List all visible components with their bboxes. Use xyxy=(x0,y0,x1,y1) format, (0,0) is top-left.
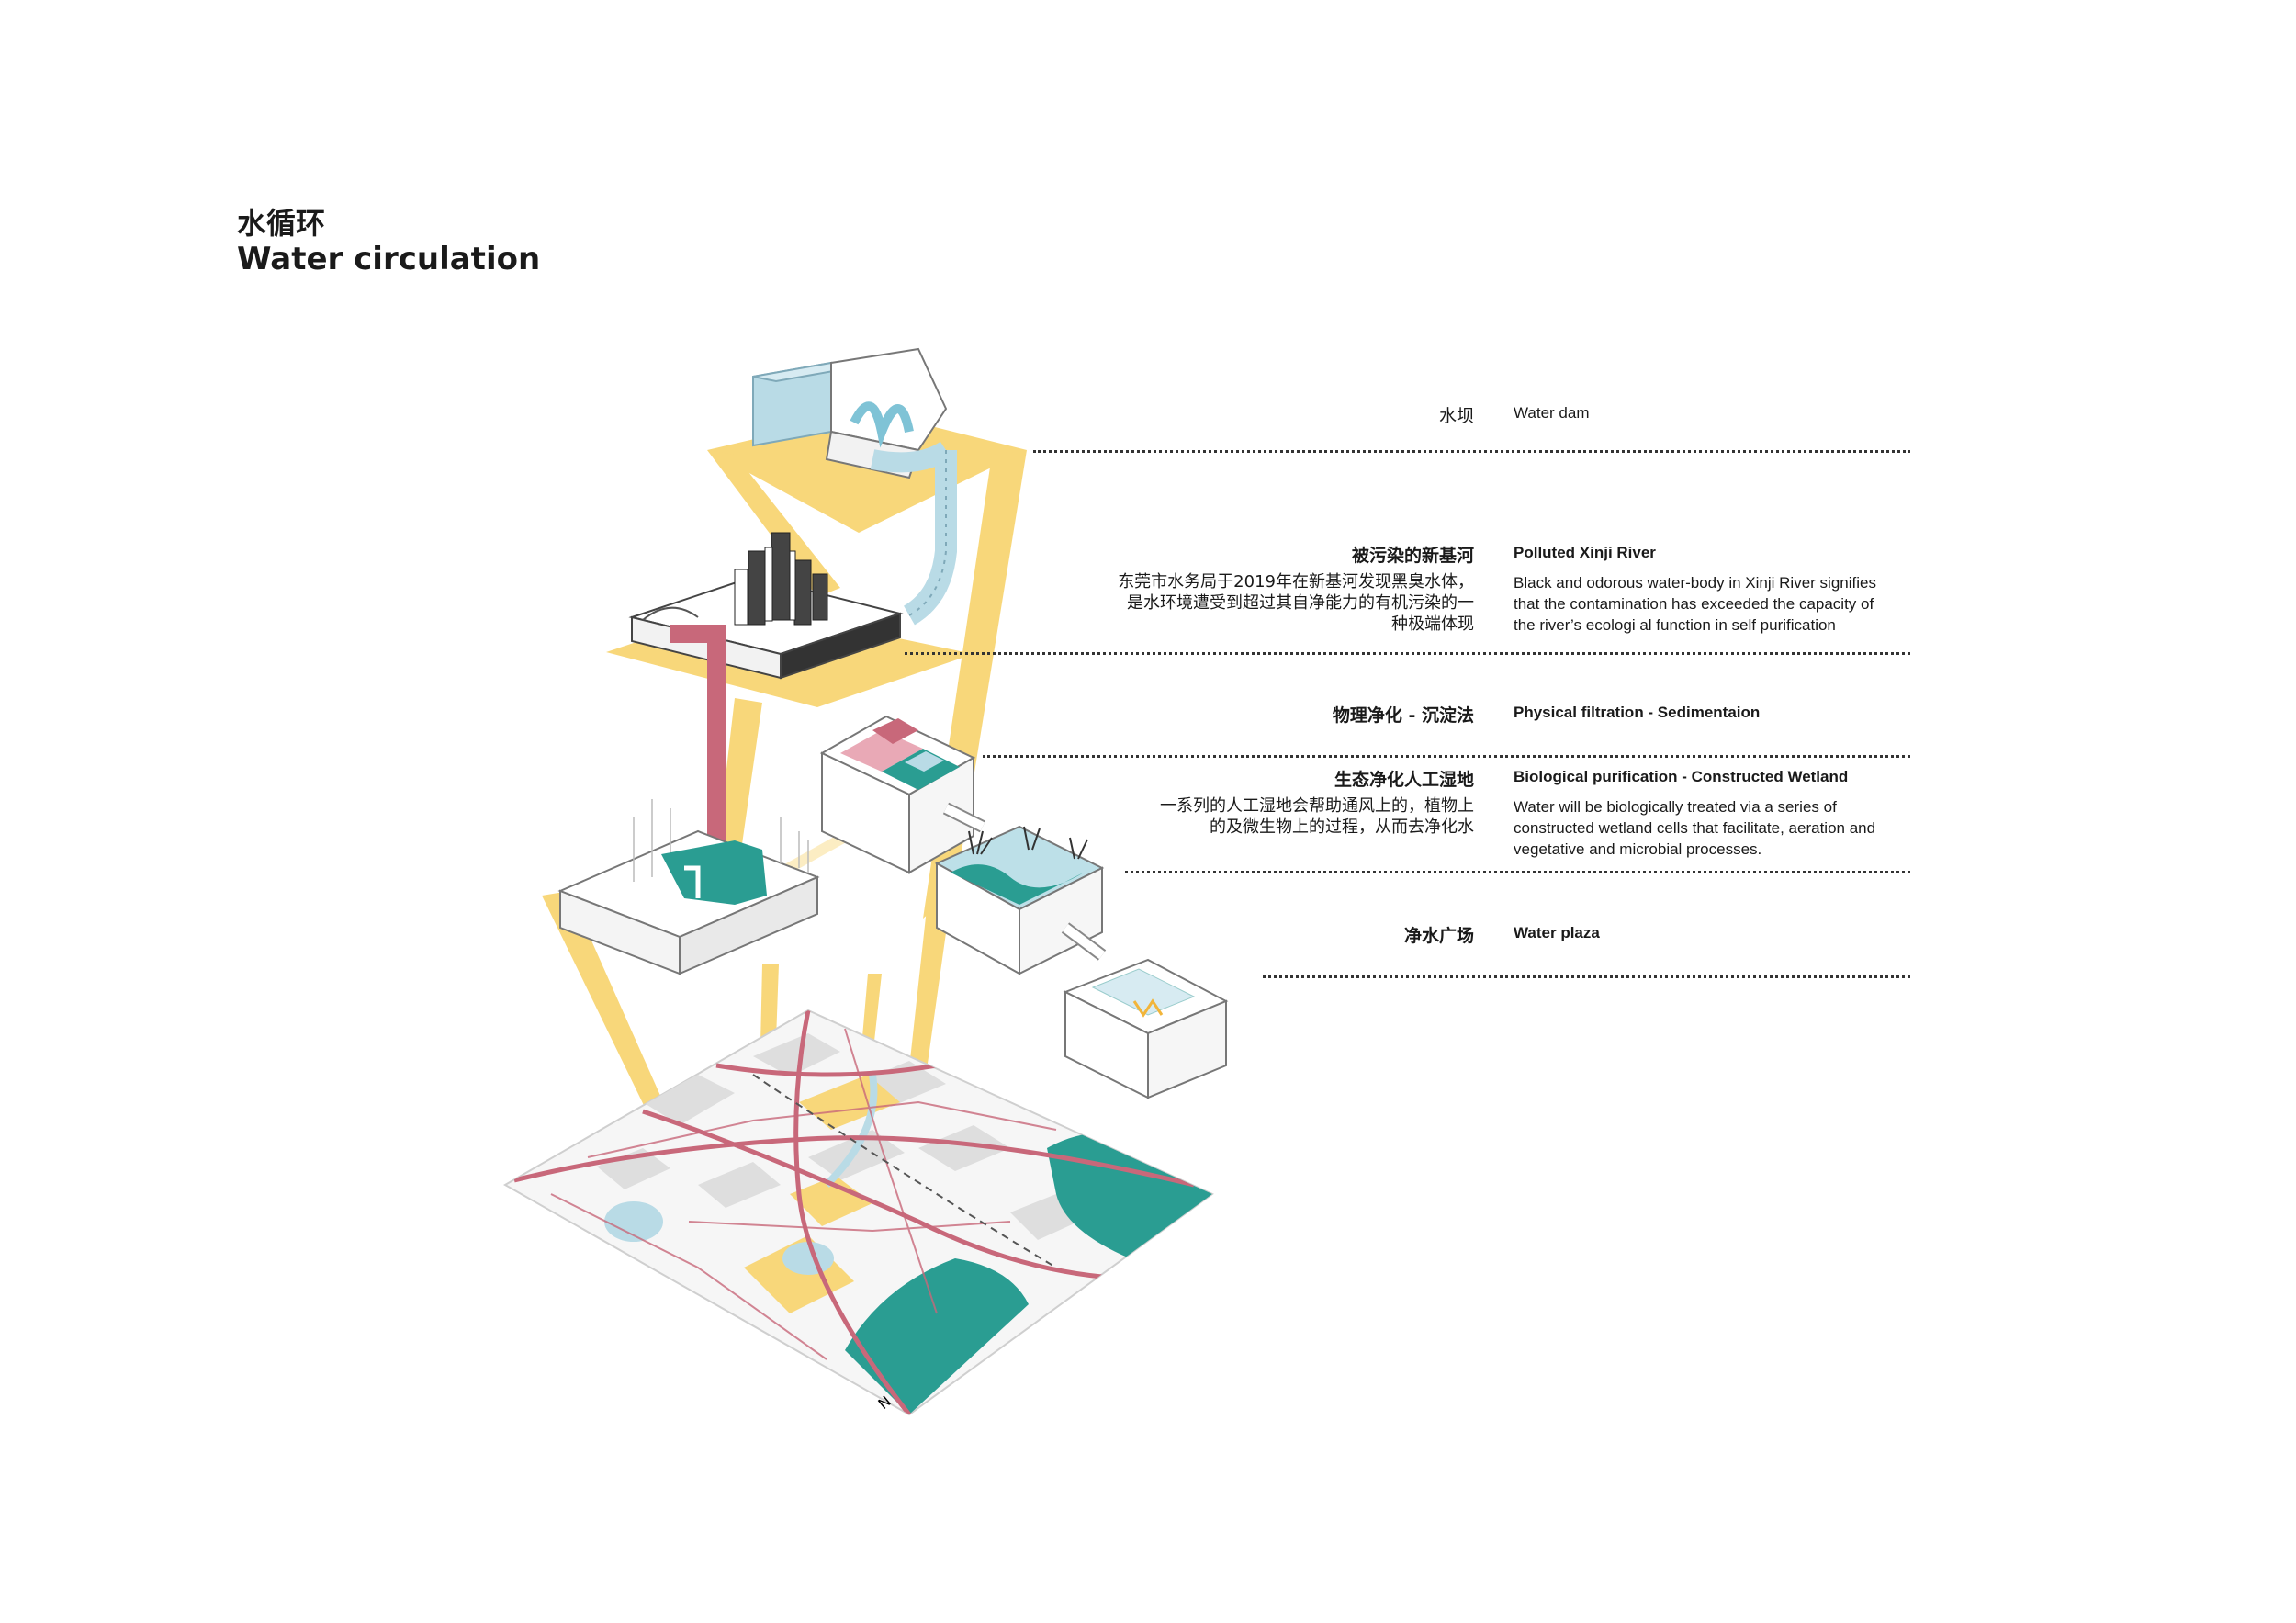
lake-centre xyxy=(782,1242,834,1275)
desc-constructed-wetland-en: Water will be biologically treated via a… xyxy=(1514,796,1908,860)
desc-polluted-river-cn: 东莞市水务局于2019年在新基河发现黑臭水体， 是水环境遭受到超过其自净能力的有… xyxy=(1033,571,1474,635)
desc-en-line: the river’s ecologi al function in self … xyxy=(1514,616,1836,634)
desc-cn-line: 一系列的人工湿地会帮助通风上的，植物上 xyxy=(1160,796,1474,816)
desc-cn-line: 的及微生物上的过程，从而去净化水 xyxy=(1210,817,1474,837)
wetland-city-block xyxy=(557,799,820,975)
constructed-wetland xyxy=(934,802,1105,975)
desc-en-line: vegetative and microbial processes. xyxy=(1514,840,1762,858)
polluted-river-module xyxy=(628,532,904,680)
desc-en-line: constructed wetland cells that facilitat… xyxy=(1514,819,1876,837)
label-polluted-river-en: Polluted Xinji River xyxy=(1514,544,1656,561)
polluted-drain-red xyxy=(670,625,726,873)
desc-en-line: Water will be biologically treated via a… xyxy=(1514,798,1837,816)
label-physical-filtration-en: Physical filtration - Sedimentaion xyxy=(1514,704,1761,721)
leader-line-physical-filtration xyxy=(983,755,1910,758)
label-physical-filtration-cn: 物理净化 - 沉淀法 xyxy=(1332,705,1474,726)
desc-cn-line: 东莞市水务局于2019年在新基河发现黑臭水体， xyxy=(1118,572,1474,592)
label-polluted-river-cn: 被污染的新基河 xyxy=(1351,546,1474,566)
label-constructed-wetland-cn: 生态净化人工湿地 xyxy=(1334,770,1474,790)
leader-line-water-plaza xyxy=(1263,975,1910,978)
teal-pool xyxy=(661,840,767,905)
teal-park-south xyxy=(845,1258,1029,1414)
label-water-plaza-en: Water plaza xyxy=(1514,924,1600,941)
base-city-map: N xyxy=(502,1009,1214,1416)
sedimentation-tank xyxy=(819,715,976,874)
desc-cn-line: 种极端体现 xyxy=(1391,614,1474,634)
desc-polluted-river-en: Black and odorous water-body in Xinji Ri… xyxy=(1514,572,1908,636)
label-water-dam-en: Water dam xyxy=(1514,404,1590,422)
leader-line-water-dam xyxy=(1033,450,1910,453)
label-water-plaza-cn: 净水广场 xyxy=(1403,926,1474,946)
water-dam-module xyxy=(752,347,952,479)
label-water-dam-cn: 水坝 xyxy=(1438,406,1474,426)
desc-cn-line: 是水环境遭受到超过其自净能力的有机污染的一 xyxy=(1127,593,1474,613)
lake-west xyxy=(604,1201,663,1242)
desc-en-line: that the contamination has exceeded the … xyxy=(1514,595,1874,613)
water-plaza xyxy=(1061,922,1229,1099)
leader-line-constructed-wetland xyxy=(1125,871,1910,873)
leader-line-polluted-river xyxy=(905,652,1910,655)
desc-constructed-wetland-cn: 一系列的人工湿地会帮助通风上的，植物上 的及微生物上的过程，从而去净化水 xyxy=(1033,795,1474,838)
label-constructed-wetland-en: Biological purification - Constructed We… xyxy=(1514,768,1849,785)
dam-plate-yellow xyxy=(707,411,1027,533)
title-chinese: 水循环 xyxy=(237,206,326,241)
yellow-site-3 xyxy=(790,1176,872,1226)
title-english: Water circulation xyxy=(237,241,541,277)
desc-en-line: Black and odorous water-body in Xinji Ri… xyxy=(1514,574,1876,592)
